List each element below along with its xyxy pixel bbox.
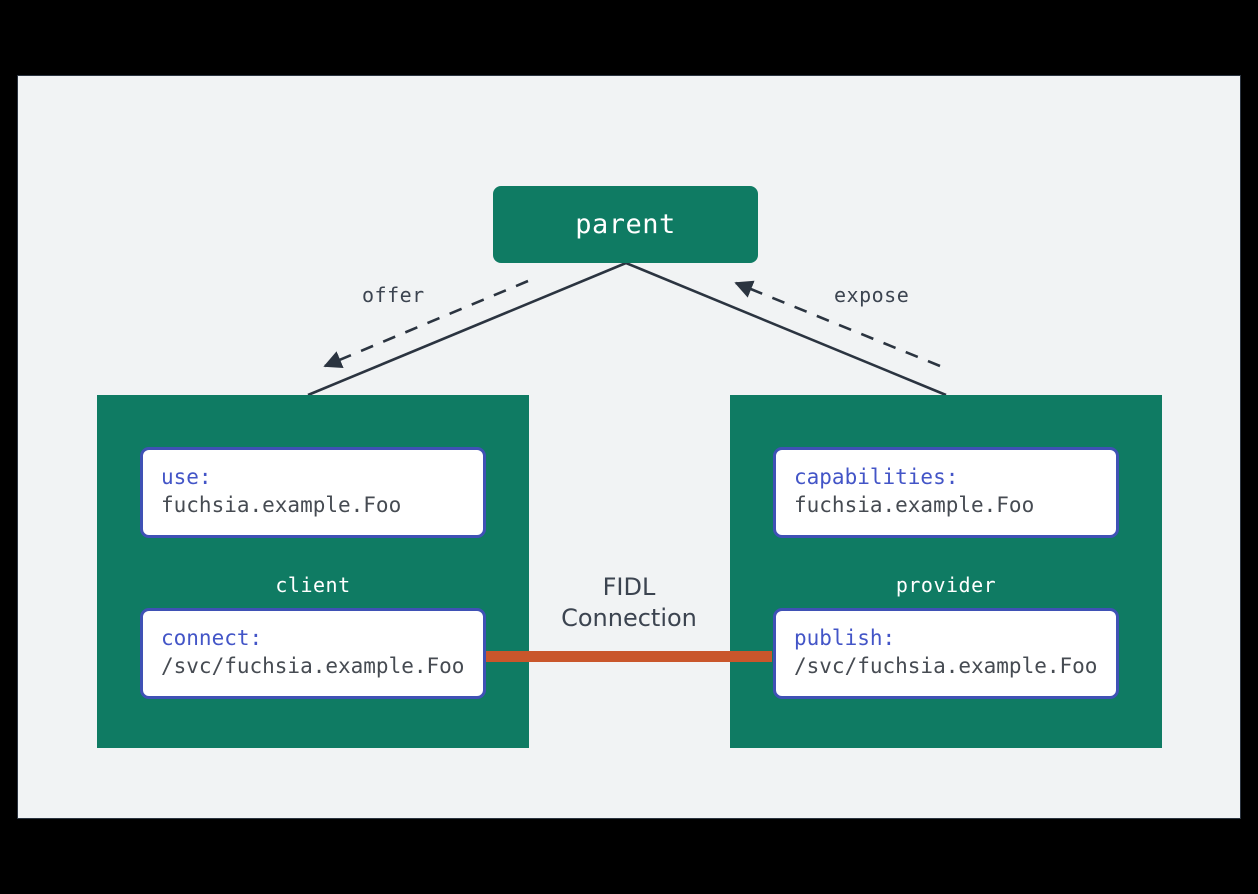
card-value: /svc/fuchsia.example.Foo (794, 653, 1098, 678)
component-name-provider: provider (895, 573, 997, 597)
expose-label: expose (834, 283, 910, 307)
card-key: capabilities: (794, 465, 959, 489)
diagram-canvas: parent offer expose use: fuchsia.example… (18, 76, 1240, 818)
card-key: connect: (161, 626, 263, 650)
component-provider[interactable]: capabilities: fuchsia.example.Foo provid… (730, 395, 1162, 748)
parent-label: parent (575, 209, 676, 240)
fidl-connection-bar (486, 651, 772, 662)
capability-card-use[interactable]: use: fuchsia.example.Foo (140, 447, 486, 539)
capability-card-capabilities[interactable]: capabilities: fuchsia.example.Foo (773, 447, 1119, 539)
offer-label: offer (362, 283, 425, 307)
capability-card-publish[interactable]: publish: /svc/fuchsia.example.Foo (773, 608, 1119, 700)
parent-node[interactable]: parent (493, 186, 758, 263)
capability-card-connect[interactable]: connect: /svc/fuchsia.example.Foo (140, 608, 486, 700)
hierarchy-line-client (307, 261, 627, 397)
card-value: fuchsia.example.Foo (794, 492, 1035, 517)
card-value: /svc/fuchsia.example.Foo (161, 653, 465, 678)
component-client[interactable]: use: fuchsia.example.Foo client connect:… (97, 395, 529, 748)
fidl-caption-line1: FIDL (602, 573, 656, 601)
offer-arrow (323, 279, 529, 369)
card-key: use: (161, 465, 212, 489)
card-key: publish: (794, 626, 896, 650)
fidl-connection-caption: FIDL Connection (479, 572, 779, 634)
fidl-caption-line2: Connection (561, 604, 697, 633)
card-value: fuchsia.example.Foo (161, 492, 402, 517)
component-name-client: client (275, 573, 351, 597)
